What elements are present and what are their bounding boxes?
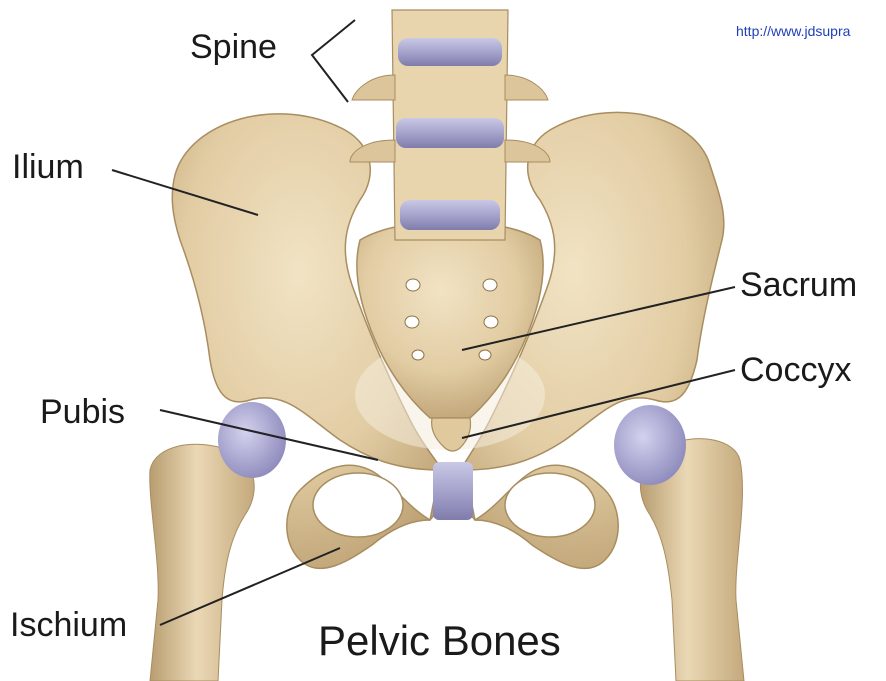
left-femoral-head	[218, 402, 286, 478]
intervertebral-disc-3	[400, 200, 500, 230]
right-femoral-head	[614, 405, 686, 485]
label-ilium: Ilium	[12, 150, 84, 184]
right-obturator-foramen	[505, 473, 595, 537]
left-obturator-foramen	[313, 473, 403, 537]
left-femur	[150, 444, 254, 681]
label-pubis: Pubis	[40, 395, 125, 429]
source-url-text: http://www.jdsupra	[736, 24, 850, 38]
label-ischium: Ischium	[10, 608, 127, 642]
pubic-symphysis	[433, 462, 473, 520]
label-spine: Spine	[190, 30, 277, 64]
diagram-title: Pelvic Bones	[318, 620, 561, 662]
intervertebral-disc-2	[396, 118, 504, 148]
label-sacrum: Sacrum	[740, 268, 857, 302]
spine-leader-line	[312, 20, 355, 102]
vertebra-process-left-upper	[352, 75, 395, 100]
intervertebral-disc-1	[398, 38, 502, 66]
label-coccyx: Coccyx	[740, 353, 851, 387]
vertebra-process-right-upper	[505, 75, 548, 100]
